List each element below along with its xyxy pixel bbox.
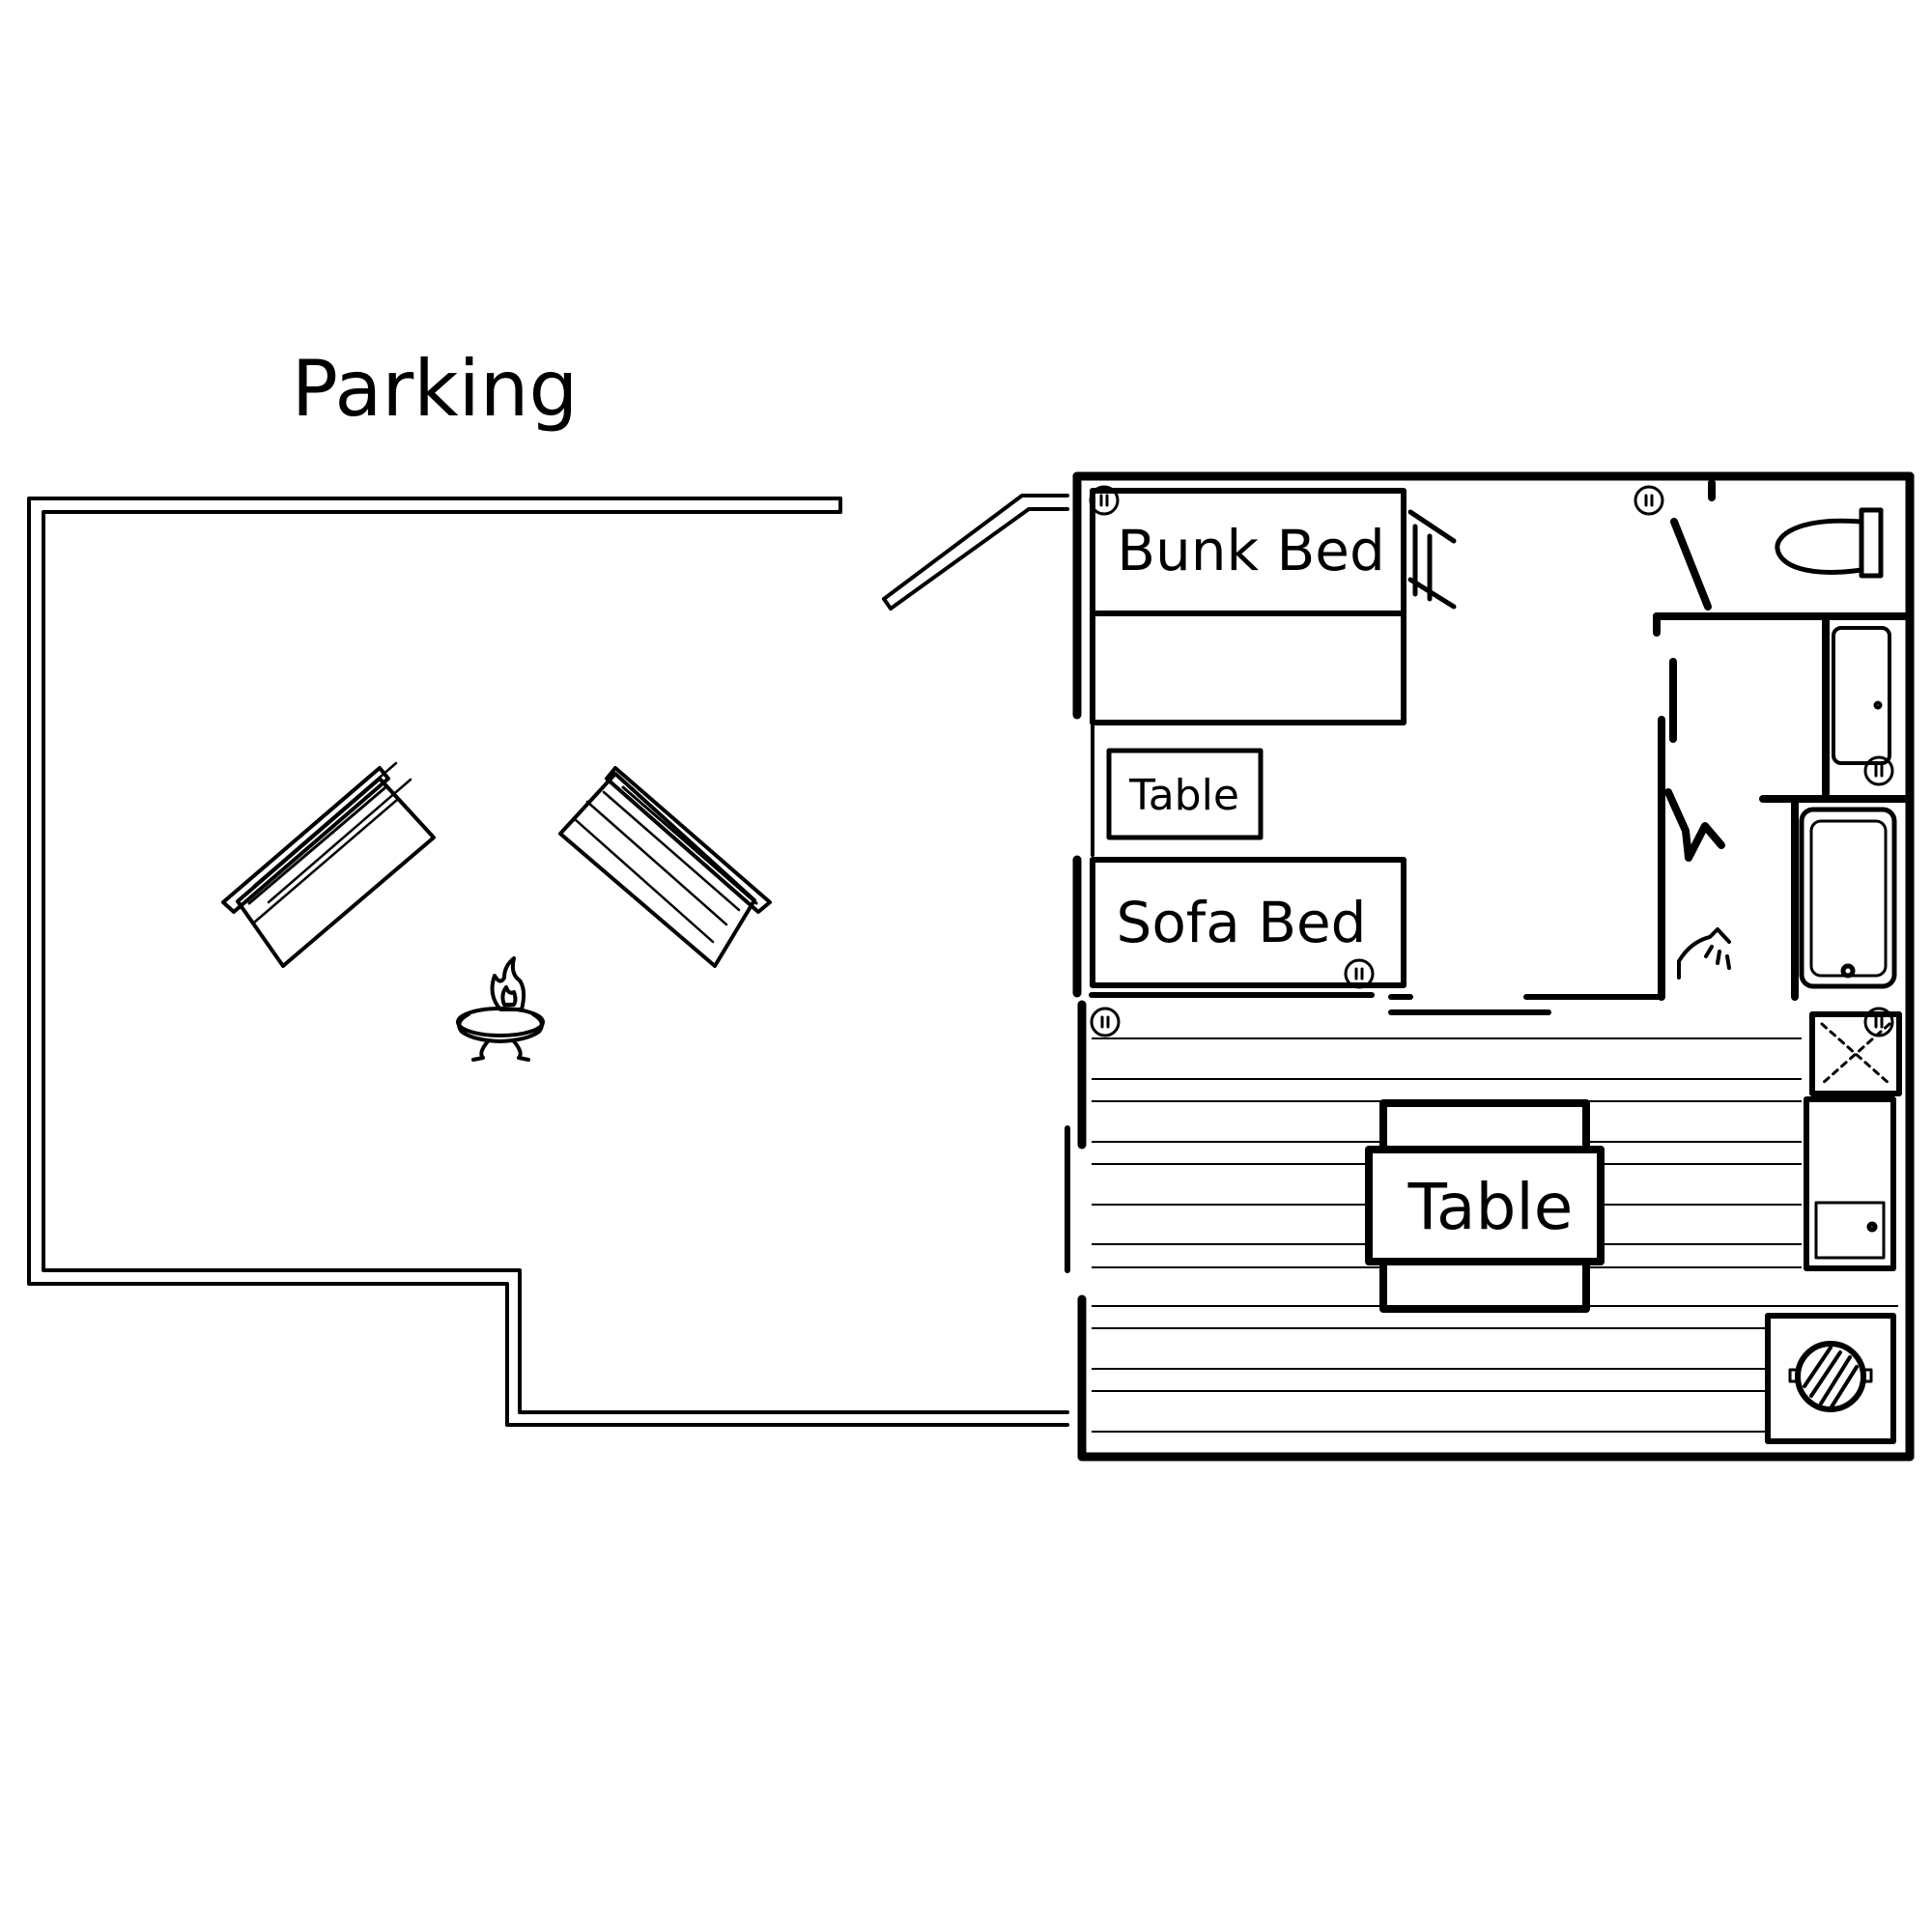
bunk-bed-label: Bunk Bed: [1117, 518, 1385, 583]
fire-pit-icon: [456, 956, 545, 1062]
dining-table-label: Table: [1407, 1170, 1574, 1244]
small-table-label: Table: [1128, 771, 1239, 820]
ladder-icon: [1407, 509, 1457, 610]
kitchen-counter: [1804, 1096, 1896, 1271]
outlet-icon: [1089, 485, 1894, 1037]
parking-label: Parking: [292, 344, 579, 434]
shower-head-icon: [1677, 927, 1731, 980]
bench-right: [558, 766, 772, 968]
bathroom-walls: [1653, 479, 1914, 1001]
dining-table: [1365, 1099, 1605, 1313]
bathtub-small-icon: [1832, 626, 1891, 765]
sofa-bed: [1090, 857, 1406, 988]
cabin-walls: [1072, 471, 1915, 1462]
sink-icon: [1809, 1011, 1902, 1096]
small-table: [1106, 748, 1264, 840]
sofa-bed-label: Sofa Bed: [1117, 890, 1367, 955]
patio-boundary: [27, 497, 1069, 1427]
bunk-bed: [1090, 488, 1406, 725]
bench-left: [221, 761, 436, 968]
bathtub-icon: [1799, 807, 1897, 989]
bedroom-sliding-door: [1089, 992, 1664, 1015]
entrance-gate: [882, 494, 1069, 611]
stove-icon: [1765, 1313, 1896, 1444]
toilet-icon: [1775, 507, 1884, 579]
bathroom-door: [1664, 518, 1725, 862]
